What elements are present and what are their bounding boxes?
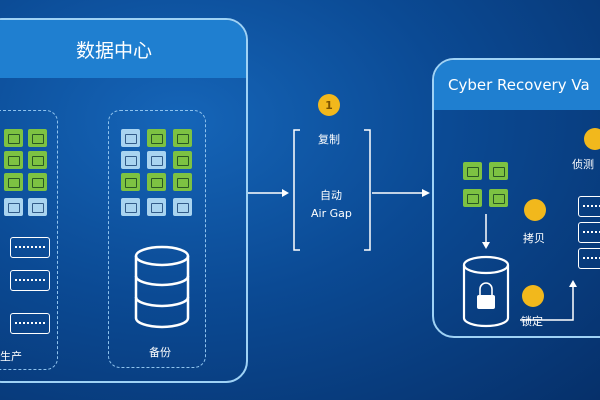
production-label: 生产 <box>0 350 22 363</box>
production-group <box>0 110 58 370</box>
step-1-badge: 1 <box>318 94 340 116</box>
data-block <box>121 173 140 191</box>
data-block <box>147 173 166 191</box>
backup-label: 备份 <box>149 346 171 359</box>
data-block <box>28 129 47 147</box>
data-block <box>28 198 47 216</box>
data-center-title: 数据中心 <box>75 39 152 62</box>
data-block <box>147 129 166 147</box>
data-block <box>121 151 140 169</box>
data-block <box>173 129 192 147</box>
data-block <box>147 198 166 216</box>
step-2-badge <box>524 199 546 221</box>
data-block <box>147 151 166 169</box>
data-block <box>463 162 482 180</box>
server-rack-icon <box>578 248 600 269</box>
replicate-label: 复制 <box>318 133 340 146</box>
data-block <box>121 129 140 147</box>
detect-label: 侦测 <box>572 158 594 171</box>
backup-group <box>108 110 206 368</box>
data-block <box>489 162 508 180</box>
data-block <box>28 173 47 191</box>
data-block <box>121 198 140 216</box>
vault-title: Cyber Recovery Va <box>448 76 590 94</box>
data-block <box>173 198 192 216</box>
data-block <box>463 189 482 207</box>
lock-label: 锁定 <box>521 315 543 328</box>
data-block <box>4 173 23 191</box>
step-3-badge <box>522 285 544 307</box>
data-block <box>4 151 23 169</box>
server-rack-icon <box>578 196 600 217</box>
data-block <box>4 198 23 216</box>
data-block <box>28 151 47 169</box>
server-rack-icon <box>10 237 50 258</box>
airgap-label-line2: Air Gap <box>311 207 352 220</box>
data-block <box>173 173 192 191</box>
airgap-label-line1: 自动 <box>320 189 342 202</box>
data-block <box>4 129 23 147</box>
step-4-badge <box>584 128 600 150</box>
data-center-header: 数据中心 <box>0 20 246 78</box>
vault-panel: Cyber Recovery Va <box>432 58 600 338</box>
data-block <box>173 151 192 169</box>
vault-header: Cyber Recovery Va <box>434 60 600 110</box>
copy-label: 拷贝 <box>523 232 545 245</box>
data-center-panel: 数据中心 <box>0 18 248 383</box>
server-rack-icon <box>10 313 50 334</box>
server-rack-icon <box>578 222 600 243</box>
data-block <box>489 189 508 207</box>
server-rack-icon <box>10 270 50 291</box>
